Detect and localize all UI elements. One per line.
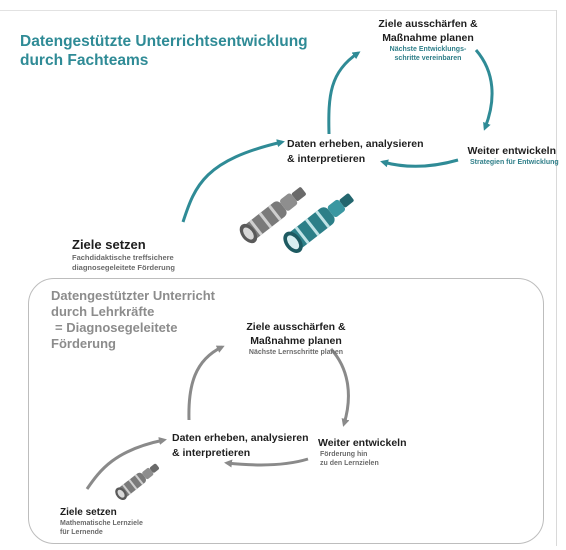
lower-title-line4: Förderung [51, 336, 116, 351]
top-data-line2: & interpretieren [287, 153, 366, 165]
page-title-line2: durch Fachteams [20, 52, 149, 69]
top-goals-sharpen-line1: Ziele ausschärfen & [378, 18, 478, 30]
lower-data-line2: & interpretieren [172, 447, 251, 459]
lower-title-line3: = Diagnosegeleitete [55, 320, 178, 335]
right-divider [556, 10, 557, 546]
top-develop-label: Weiter entwickeln [467, 145, 556, 157]
arrow-goals-to-develop [474, 49, 494, 131]
page-title-line1: Datengestützte Unterrichtsentwicklung [20, 33, 308, 50]
top-divider [0, 10, 556, 11]
arrow-set-goals-to-data [181, 139, 285, 223]
lower-develop-sub-line2: zu den Lernzielen [320, 460, 379, 467]
lower-title: Datengestützter Unterricht durch Lehrkrä… [51, 288, 271, 352]
top-goals-sharpen-sub-line2: schritte vereinbaren [394, 55, 462, 62]
top-data-node: Daten erheben, analysieren & interpretie… [287, 137, 447, 167]
lower-data-line1: Daten erheben, analysieren [172, 432, 309, 444]
binoculars-grey-icon [239, 187, 306, 244]
arrow-develop-to-data [380, 158, 459, 168]
top-data-line1: Daten erheben, analysieren [287, 138, 424, 150]
lower-data-node: Daten erheben, analysieren & interpretie… [172, 431, 332, 461]
top-set-goals-sub-line2: diagnosegeleitete Förderung [72, 263, 175, 272]
top-develop-sub: Strategien für Entwicklung [470, 159, 559, 166]
lower-develop-node: Weiter entwickeln Förderung hin zu den L… [318, 436, 428, 468]
arrow-data-to-goals [327, 51, 361, 135]
top-set-goals-node: Ziele setzen Fachdidaktische treffsicher… [72, 236, 232, 273]
page-title: Datengestützte Unterrichtsentwicklung du… [20, 32, 320, 70]
lower-goals-sharpen-node: Ziele ausschärfen & Maßnahme planen Näch… [226, 320, 366, 357]
lower-develop-sub-line1: Förderung hin [320, 451, 368, 458]
top-goals-sharpen-line2: Maßnahme planen [382, 32, 474, 44]
top-set-goals-label: Ziele setzen [72, 237, 146, 252]
lower-cycle-box [28, 278, 544, 544]
lower-set-goals-sub-line2: für Lernende [60, 529, 103, 536]
top-develop-node: Weiter entwickeln Strategien für Entwick… [462, 144, 562, 167]
lower-set-goals-sub-line1: Mathematische Lernziele [60, 520, 143, 527]
lower-goals-sharpen-line1: Ziele ausschärfen & [246, 321, 346, 333]
lower-title-line2: durch Lehrkräfte [51, 304, 155, 319]
lower-goals-sharpen-sub: Nächste Lernschritte planen [248, 349, 344, 356]
top-goals-sharpen-sub-line1: Nächste Entwicklungs- [389, 46, 467, 53]
binoculars-teal-icon [283, 193, 354, 253]
lower-set-goals-label: Ziele setzen [60, 507, 117, 518]
lower-title-line1: Datengestützter Unterricht [51, 288, 215, 303]
top-goals-sharpen-node: Ziele ausschärfen & Maßnahme planen Näch… [358, 17, 498, 63]
lower-set-goals-node: Ziele setzen Mathematische Lernziele für… [60, 506, 180, 537]
lower-goals-sharpen-line2: Maßnahme planen [250, 335, 342, 347]
top-set-goals-sub-line1: Fachdidaktische treffsichere [72, 253, 174, 262]
lower-develop-label: Weiter entwickeln [318, 437, 407, 449]
